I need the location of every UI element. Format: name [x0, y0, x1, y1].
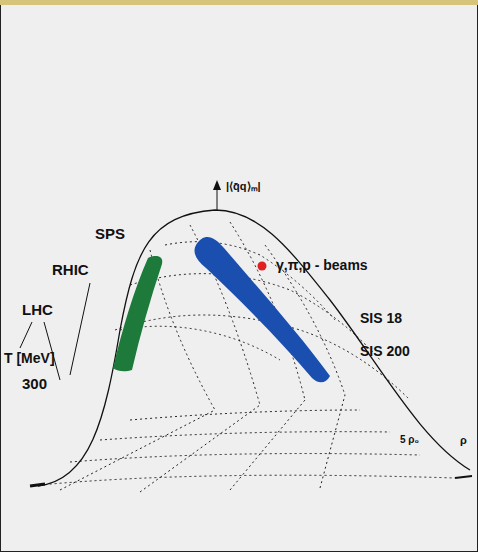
top-bar [0, 0, 478, 5]
axis-label: γ,π,p - beams [276, 258, 368, 273]
axis-label: SPS [95, 226, 125, 243]
axis-label: SIS 18 [360, 311, 402, 326]
axis-label: RHIC [52, 262, 89, 279]
axis-label: 300 [22, 376, 47, 393]
axis-label: 5 ρ₀ [400, 434, 419, 445]
axis-label: LHC [22, 302, 53, 319]
axis-label: ρ [460, 434, 467, 446]
axis-label: |⟨q̄q⟩ₘ| [226, 180, 261, 192]
axis-label: SIS 200 [360, 344, 410, 359]
axis-label: T [MeV] [4, 351, 55, 366]
